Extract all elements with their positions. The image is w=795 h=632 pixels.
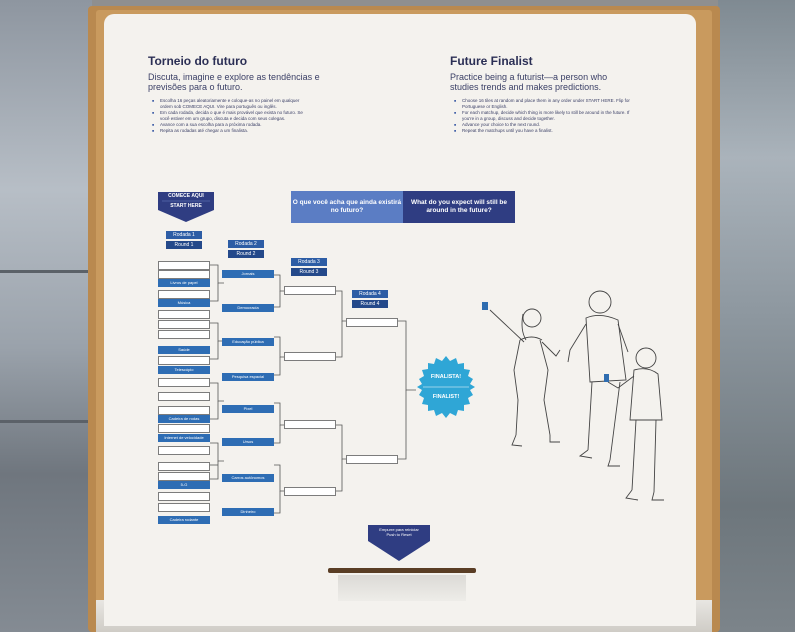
push-en: Push to Reset <box>386 532 412 537</box>
left-rule-2: Em cada rodada, decida o que é mais prov… <box>152 110 306 122</box>
people-illustration <box>482 290 664 501</box>
round1-slot[interactable] <box>158 270 210 279</box>
right-rule-3: Advance your choice to the next round. <box>454 122 633 128</box>
round1-slot[interactable] <box>158 330 210 339</box>
tile[interactable]: Dinheiro <box>222 508 274 516</box>
rail-shadow <box>338 575 466 601</box>
tile[interactable]: Educação pública <box>222 338 274 346</box>
round-4-pt: Rodada 4 <box>352 290 388 298</box>
tile[interactable]: Cadeira rodante <box>158 516 210 524</box>
question-pt: O que você acha que ainda existirá no fu… <box>291 191 403 223</box>
round1-slot[interactable] <box>158 261 210 270</box>
right-rule-2: For each matchup, decide which thing is … <box>454 110 633 122</box>
tile[interactable]: Ursos <box>222 438 274 446</box>
round4-slot[interactable] <box>346 455 398 464</box>
tile[interactable]: Livros de papel <box>158 279 210 287</box>
round3-slot[interactable] <box>284 420 336 429</box>
start-here-arrow <box>158 192 214 222</box>
window-right <box>718 0 795 632</box>
round1-slot[interactable] <box>158 492 210 501</box>
right-rule-4: Repeat the matchups until you have a fin… <box>454 128 633 134</box>
round-4-en: Round 4 <box>352 300 388 308</box>
round1-slot[interactable] <box>158 446 210 455</box>
round1-slot[interactable] <box>158 356 210 365</box>
window-left <box>0 0 92 632</box>
tile[interactable]: Cadeira de rodas <box>158 415 210 423</box>
tile[interactable]: Internet de velocidade <box>158 434 210 442</box>
round3-slot[interactable] <box>284 286 336 295</box>
right-rules: Choose 16 tiles at random and place them… <box>450 98 633 134</box>
round-1-pt: Rodada 1 <box>166 231 202 239</box>
push-reset-label: Empurre para reiniciar Push to Reset <box>368 525 430 541</box>
round1-slot[interactable] <box>158 392 210 401</box>
tile[interactable]: Pixel <box>222 405 274 413</box>
left-title: Torneio do futuro <box>148 54 248 68</box>
round1-slot[interactable] <box>158 378 210 387</box>
left-heading: Torneio do futuro Discuta, imagine e exp… <box>148 54 348 134</box>
left-rule-4: Repita as rodadas até chegar a um finali… <box>152 128 306 134</box>
round1-slot[interactable] <box>158 503 210 512</box>
round3-slot[interactable] <box>284 487 336 496</box>
left-rule-1: Escolha 16 peças aleatoriamente e coloqu… <box>152 98 306 110</box>
push-arrow <box>368 541 430 561</box>
right-subtitle: Practice being a futurist—a person who s… <box>450 72 608 92</box>
right-title: Future Finalist <box>450 54 533 68</box>
finalist-badge <box>417 356 475 418</box>
round1-slot[interactable] <box>158 424 210 433</box>
left-subtitle: Discuta, imagine e explore as tendências… <box>148 72 320 92</box>
push-pt: Empurre para reiniciar <box>379 527 419 532</box>
tile[interactable]: Jornais <box>222 270 274 278</box>
round4-slot[interactable] <box>346 318 398 327</box>
tile[interactable]: 5-G <box>158 481 210 489</box>
start-en: START HERE <box>170 203 202 209</box>
round1-slot[interactable] <box>158 472 210 481</box>
tile[interactable]: Telescópio <box>158 366 210 374</box>
round-2-en: Round 2 <box>228 250 264 258</box>
tile[interactable]: Democracia <box>222 304 274 312</box>
tile[interactable]: Saúde <box>158 346 210 354</box>
round-3-pt: Rodada 3 <box>291 258 327 266</box>
round-2-pt: Rodada 2 <box>228 240 264 248</box>
start-pt: COMECE AQUI <box>168 193 204 199</box>
round1-slot[interactable] <box>158 320 210 329</box>
reset-push-bar[interactable] <box>328 568 476 573</box>
round1-slot[interactable] <box>158 310 210 319</box>
tile[interactable]: Carros autônomos <box>222 474 274 482</box>
round-3-en: Round 3 <box>291 268 327 276</box>
tile[interactable]: Pesquisa espacial <box>222 373 274 381</box>
left-rule-3: Avance com a sua escolha para a próxima … <box>152 122 306 128</box>
round3-slot[interactable] <box>284 352 336 361</box>
tile[interactable]: Música <box>158 299 210 307</box>
round-1-en: Round 1 <box>166 241 202 249</box>
round1-slot[interactable] <box>158 290 210 299</box>
round1-slot[interactable] <box>158 406 210 415</box>
question-en: What do you expect will still be around … <box>403 191 515 223</box>
right-heading: Future Finalist Practice being a futuris… <box>450 54 650 134</box>
left-rules: Escolha 16 peças aleatoriamente e coloqu… <box>148 98 306 134</box>
finalist-pt: FINALISTA! <box>430 374 462 380</box>
round1-slot[interactable] <box>158 462 210 471</box>
right-rule-1: Choose 16 tiles at random and place them… <box>454 98 633 110</box>
finalist-en: FINALIST! <box>432 394 460 400</box>
bracket-lines <box>210 264 416 514</box>
